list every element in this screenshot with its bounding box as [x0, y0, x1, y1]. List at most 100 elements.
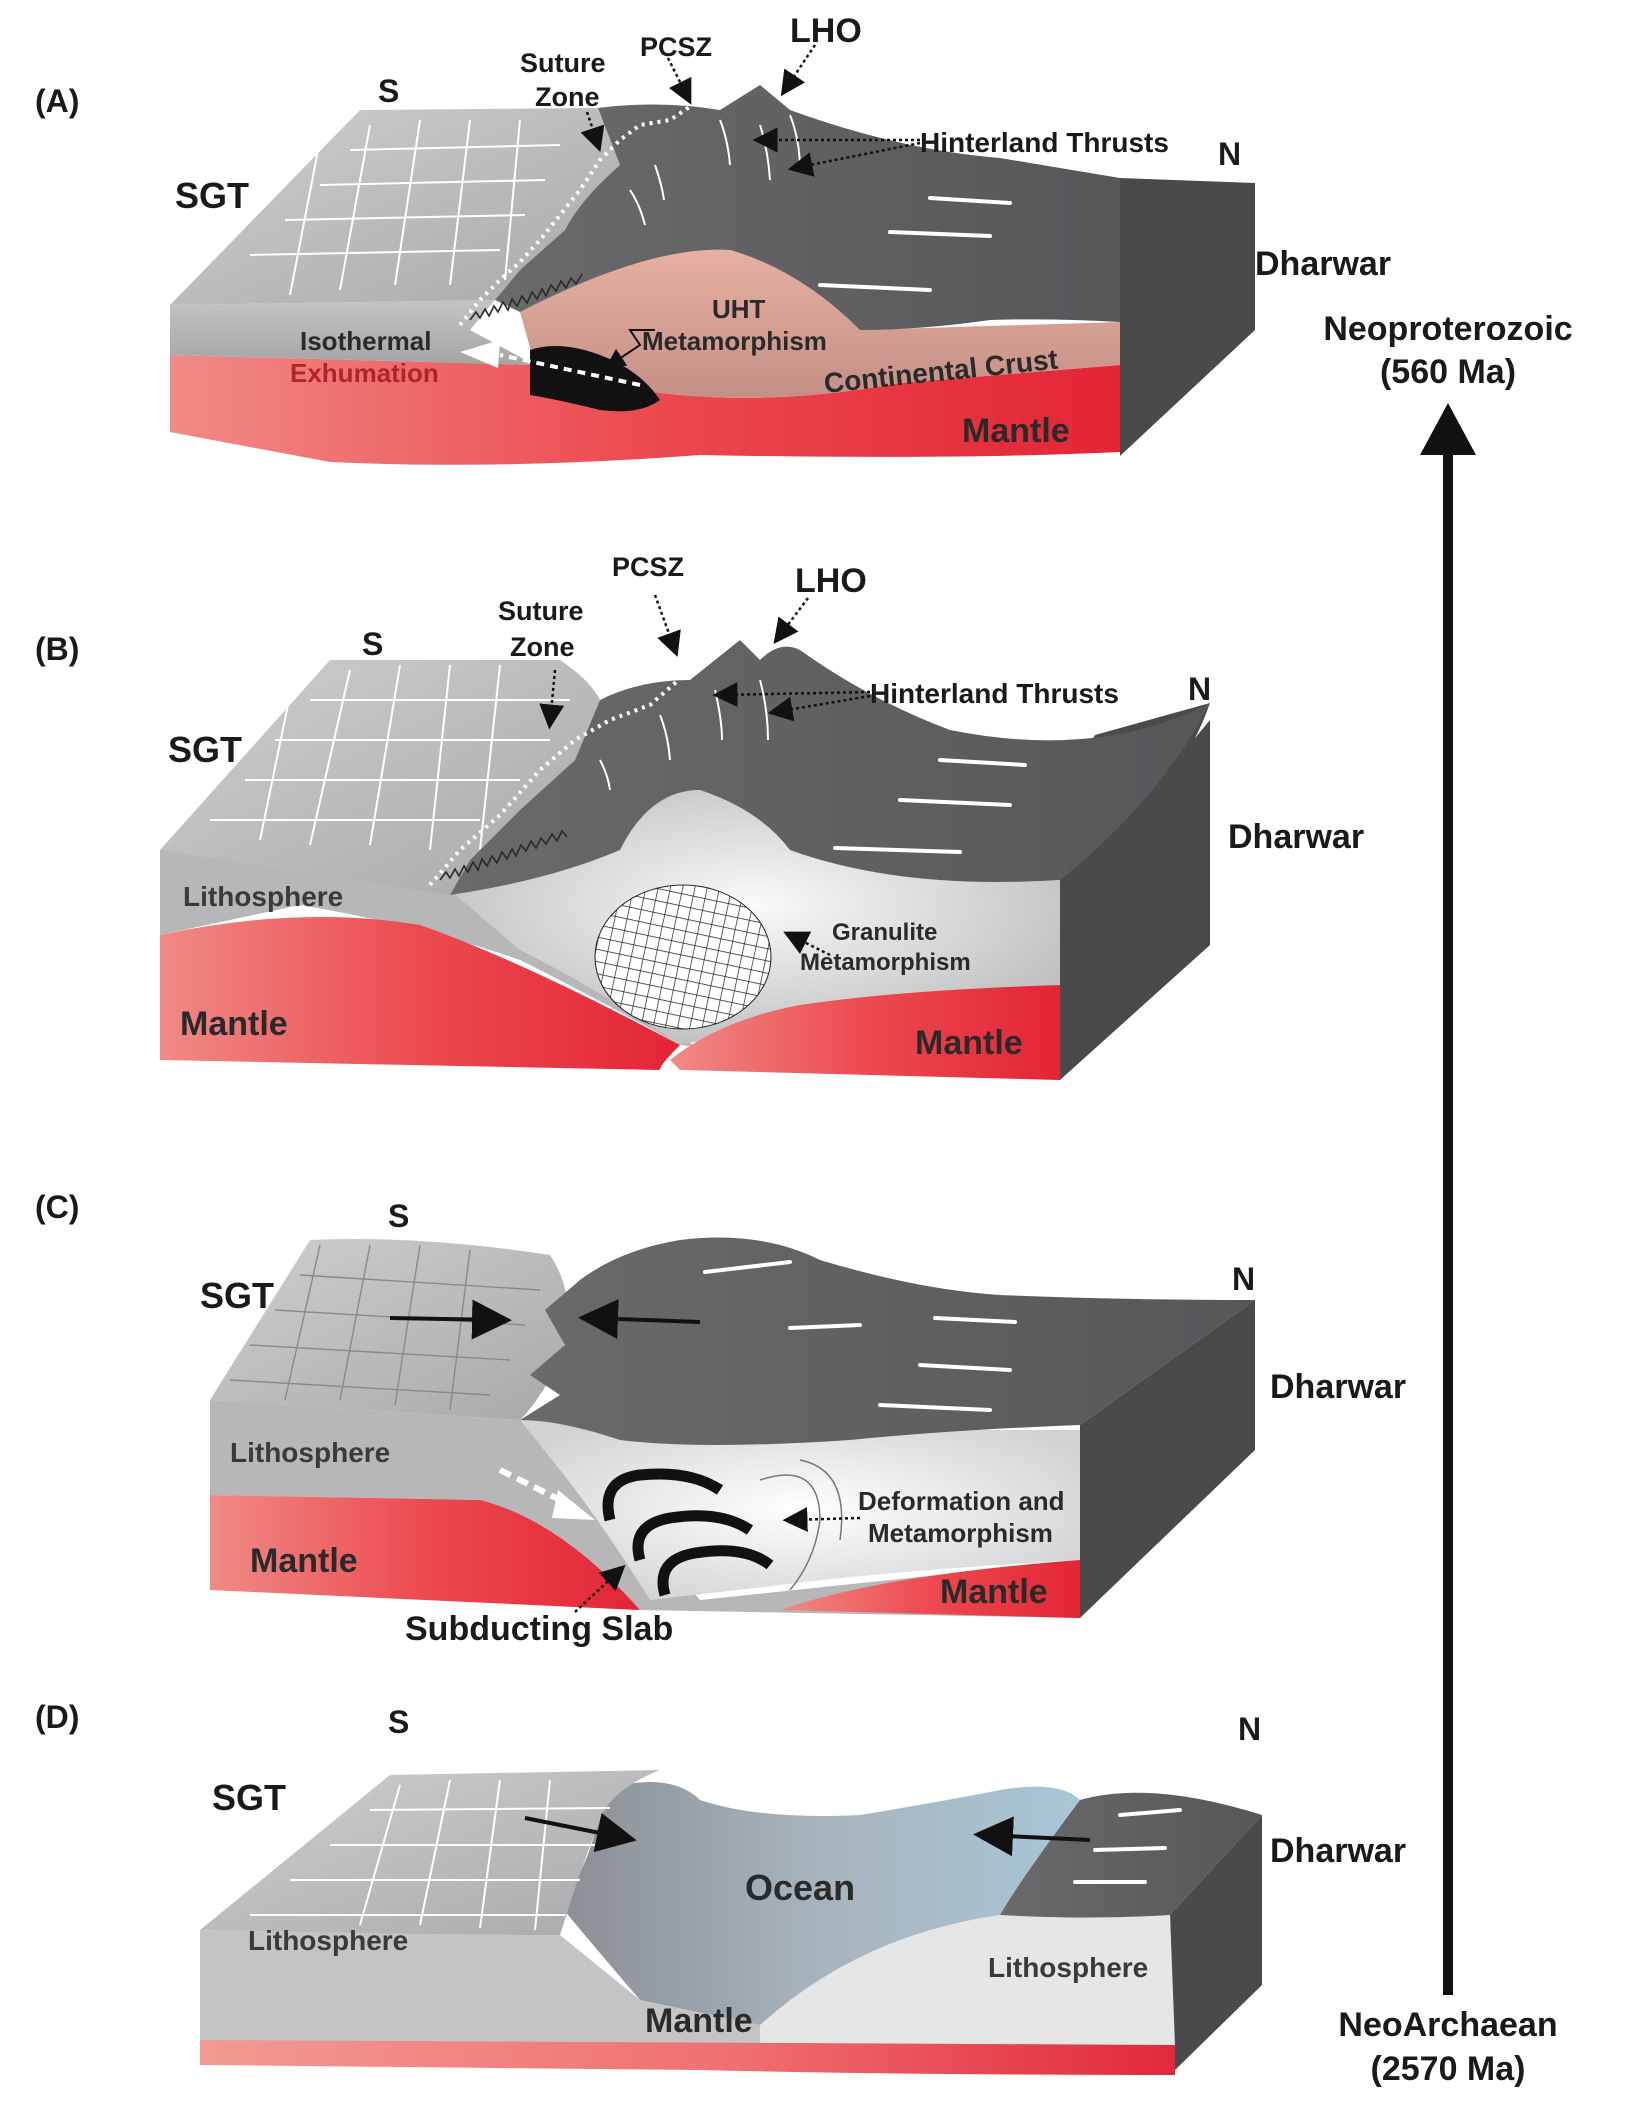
- timeline-arrowhead: [1420, 403, 1476, 455]
- dharwar-label: Dharwar: [1228, 818, 1364, 856]
- exhumation-arrowhead: [460, 340, 500, 368]
- sgt-grid: [250, 1779, 611, 1931]
- south-label: S: [388, 1198, 409, 1234]
- north-label: N: [1232, 1261, 1255, 1297]
- panel-tag: (A): [35, 83, 79, 119]
- dharwar-side-face: [1120, 178, 1255, 456]
- hinterland-thrusts-label: Hinterland Thrusts: [870, 678, 1119, 709]
- dharwar-foliation: [703, 1260, 1017, 1412]
- timeline: Neoproterozoic (560 Ma) NeoArchaean (257…: [1323, 310, 1572, 2088]
- granulite-pointer: [783, 931, 831, 957]
- panel-c: (C) S N SGT Dharwar Lithosphere Deformat…: [35, 1189, 1406, 1648]
- north-label: N: [1188, 671, 1211, 707]
- subducting-slab-label: Subducting Slab: [405, 1610, 673, 1648]
- suture-zigzag: [469, 273, 583, 321]
- isothermal-label-1: Isothermal: [300, 326, 432, 356]
- dharwar-side-face: [1080, 1300, 1255, 1618]
- south-label: S: [378, 73, 399, 109]
- dharwar-push-arrow: [578, 1299, 701, 1340]
- lho-label: LHO: [790, 12, 862, 50]
- uht-label-2: Metamorphism: [642, 326, 827, 356]
- deformation-label-2: Metamorphism: [868, 1518, 1053, 1548]
- mantle-layer: [200, 2040, 1175, 2075]
- dharwar-block-top: [520, 1237, 1255, 1445]
- sgt-block-top: [160, 660, 600, 895]
- sgt-block-top: [210, 1239, 568, 1420]
- uht-pointer: [605, 329, 655, 369]
- mantle-layer-right: [780, 1560, 1080, 1618]
- uht-label-1: UHT: [712, 294, 766, 324]
- suture-zone-label-1: Suture: [498, 596, 584, 626]
- hinterland-thrusts-label: Hinterland Thrusts: [920, 127, 1169, 158]
- lithosphere-layer-right: [760, 1915, 1175, 2045]
- sgt-label: SGT: [175, 175, 249, 216]
- pcsz-label: PCSZ: [640, 32, 712, 62]
- panel-d: (D) S N SGT Dharwar Ocean Lithosphere Li…: [35, 1699, 1406, 2075]
- sgt-grid: [249, 119, 561, 296]
- dharwar-foliation: [833, 758, 1027, 854]
- mantle-label-left: Mantle: [250, 1542, 358, 1580]
- dharwar-foliation: [1073, 1808, 1182, 1884]
- dharwar-block-top: [450, 640, 1210, 895]
- isothermal-label-2: Exhumation: [290, 358, 439, 388]
- ocean-basin: [560, 1782, 1080, 2025]
- sgt-push-arrow: [389, 1299, 512, 1340]
- lithosphere-label-left: Lithosphere: [248, 1925, 408, 1956]
- north-label: N: [1238, 1711, 1261, 1747]
- dharwar-side-face: [1170, 1815, 1262, 2070]
- panel-tag: (B): [35, 631, 79, 667]
- north-label: N: [1218, 136, 1241, 172]
- lithosphere-layer-left: [200, 1930, 760, 2045]
- slab-pointer: [574, 1564, 626, 1613]
- sgt-block-top: [200, 1770, 660, 1935]
- mantle-label: Mantle: [962, 412, 1070, 450]
- mantle-layer-left: [210, 1495, 640, 1610]
- timeline-bottom-label-1: NeoArchaean: [1338, 2006, 1557, 2044]
- south-label: S: [362, 626, 383, 662]
- south-label: S: [388, 1704, 409, 1740]
- sgt-label: SGT: [212, 1777, 286, 1818]
- timeline-top-label-2: (560 Ma): [1380, 353, 1516, 391]
- sgt-grid: [229, 1244, 541, 1411]
- panel-tag: (D): [35, 1699, 79, 1735]
- folded-layers: [602, 1468, 774, 1597]
- deformation-label-1: Deformation and: [858, 1486, 1065, 1516]
- dharwar-push-arrow: [973, 1816, 1091, 1857]
- dharwar-block-top: [1000, 1792, 1262, 1918]
- granulite-label-2: Metamorphism: [800, 949, 971, 976]
- exhumed-body: [530, 346, 660, 412]
- mantle-label-right: Mantle: [915, 1024, 1023, 1062]
- mantle-label-left: Mantle: [180, 1005, 288, 1043]
- panel-b: (B) S N SGT Dharwar Suture Zone PCSZ LHO…: [35, 552, 1364, 1080]
- mantle-layer-right: [670, 985, 1060, 1080]
- panel-tag: (C): [35, 1189, 79, 1225]
- dharwar-label: Dharwar: [1270, 1368, 1406, 1406]
- dharwar-block-top: [495, 85, 1120, 330]
- panel-a: (A) S N SGT Dharwar Suture Zone PCSZ LHO…: [35, 12, 1391, 465]
- lithosphere-layer: [160, 850, 1060, 1080]
- sgt-block-front: [170, 300, 535, 365]
- suture-zone-label-1: Suture: [520, 48, 606, 78]
- mantle-layer-left: [160, 917, 680, 1070]
- granulite-label-1: Granulite: [832, 919, 937, 946]
- lho-pointer: [773, 597, 809, 644]
- granulite-body: [594, 884, 772, 1030]
- pcsz-pointer: [666, 57, 692, 105]
- dharwar-label: Dharwar: [1270, 1832, 1406, 1870]
- sgt-label: SGT: [168, 729, 242, 770]
- timeline-top-label-1: Neoproterozoic: [1323, 310, 1572, 348]
- dharwar-label: Dharwar: [1255, 245, 1391, 283]
- sgt-push-arrow: [524, 1812, 637, 1853]
- subduction-arrowhead: [552, 1490, 595, 1520]
- sgt-grid: [210, 664, 570, 851]
- suture-zigzag: [439, 829, 568, 881]
- continental-crust: [520, 249, 1120, 398]
- suture-pointer: [539, 669, 565, 730]
- thrust-pointer-2: [767, 694, 871, 722]
- suture-zone-label-2: Zone: [535, 82, 600, 112]
- mantle-layer: [170, 355, 1120, 465]
- folded-fine-lines: [759, 1459, 843, 1591]
- pcsz-pointer: [653, 594, 681, 658]
- suture-zone-label-2: Zone: [510, 632, 575, 662]
